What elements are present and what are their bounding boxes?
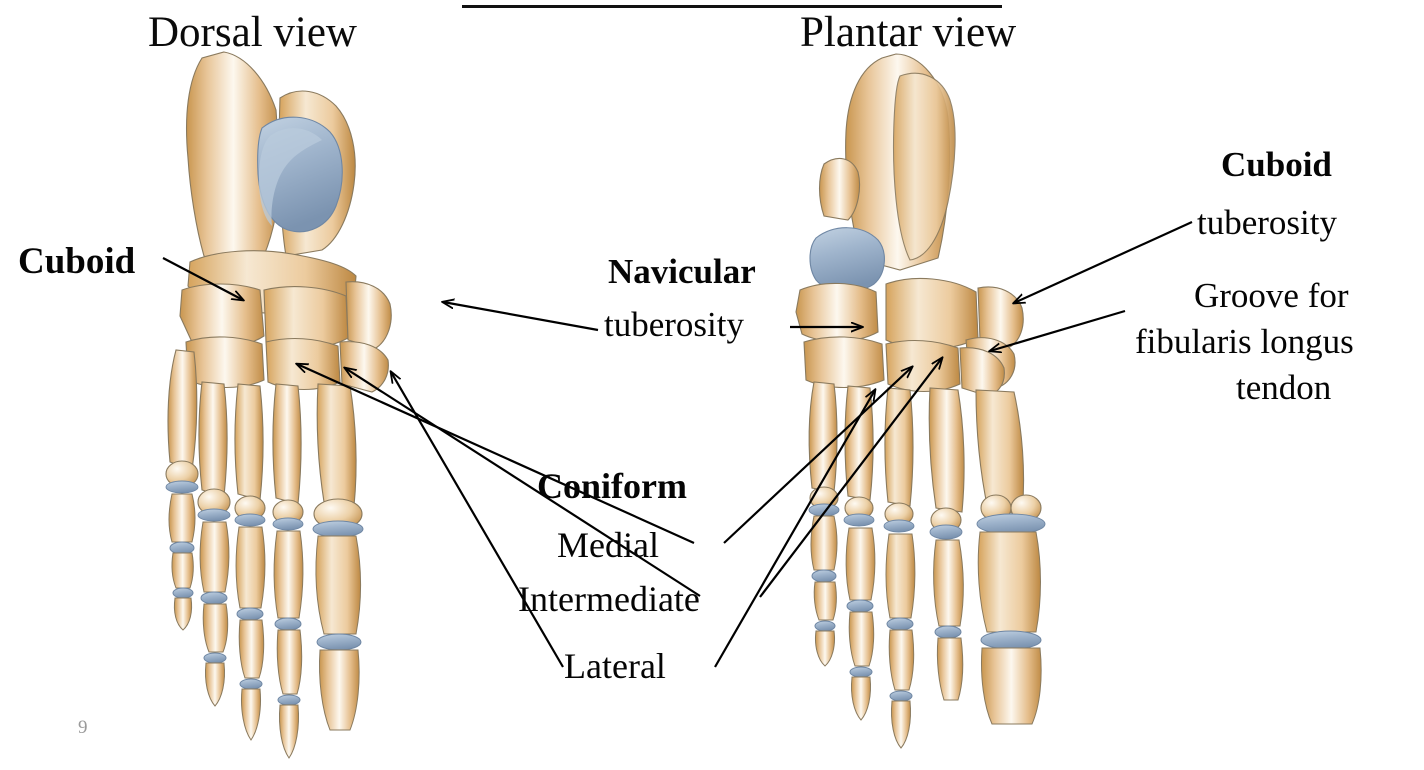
label-cuboid-dorsal: Cuboid [18, 241, 136, 282]
label-cuboid-plantar: Cuboid [1221, 145, 1332, 184]
label-groove-line3: tendon [1236, 368, 1332, 407]
view-title-plantar: Plantar view [800, 9, 1017, 56]
label-navicular: Navicular [608, 252, 756, 291]
label-cuboid-tuberosity: tuberosity [1197, 203, 1337, 242]
view-title-dorsal: Dorsal view [148, 9, 357, 56]
label-navicular-tuberosity: tuberosity [604, 305, 744, 344]
label-groove-line2: fibularis longus [1135, 322, 1354, 361]
label-cuneiform-intermediate: Intermediate [518, 579, 700, 619]
header-divider-rule [462, 5, 1002, 8]
label-cuneiform-lateral: Lateral [564, 646, 666, 686]
dorsal-foot-illustration [165, 51, 392, 759]
plantar-foot-illustration [795, 53, 1046, 749]
label-groove-line1: Groove for [1194, 276, 1349, 315]
label-cuneiform-medial: Medial [557, 525, 659, 565]
label-coniform: Coniform [537, 466, 687, 506]
page-number: 9 [78, 717, 88, 738]
